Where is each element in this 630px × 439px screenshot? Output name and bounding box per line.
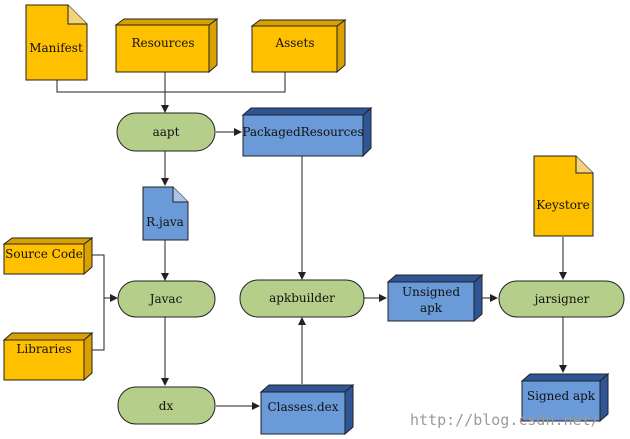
dx-tool-node: dx (117, 386, 216, 425)
aapt-tool-node: aapt (116, 112, 216, 152)
unsigned-apk-label-line1: Unsigned (402, 285, 460, 299)
packaged-resources-label: PackagedResources (242, 125, 363, 139)
manifest-label: Manifest (29, 41, 83, 55)
packaged-resources-node: PackagedResources (241, 106, 373, 158)
resources-label: Resources (132, 36, 195, 50)
resources-node: Resources (114, 18, 219, 74)
apkbuilder-label: apkbuilder (269, 291, 335, 305)
keystore-label: Keystore (536, 198, 590, 212)
unsigned-apk-node: Unsigned apk (386, 273, 484, 323)
inputs-merge-line (56, 72, 286, 93)
unsigned-apk-label-line2: apk (420, 301, 443, 315)
javac-tool-node: Javac (117, 280, 216, 318)
jarsigner-tool-node: jarsigner (498, 280, 625, 318)
signed-apk-label: Signed apk (527, 389, 596, 403)
source-code-label: Source Code (5, 247, 83, 261)
libraries-label: Libraries (16, 342, 71, 356)
rjava-file-node: R.java (142, 186, 189, 241)
watermark-text: http://blog.csdn.net/ (410, 411, 600, 429)
source-code-node: Source Code (2, 237, 94, 276)
dx-label: dx (159, 399, 174, 413)
keystore-file-node: Keystore (533, 155, 594, 237)
signed-apk-node: Signed apk (520, 372, 610, 423)
rjava-label: R.java (146, 215, 184, 229)
assets-label: Assets (274, 36, 314, 50)
javac-label: Javac (148, 292, 183, 306)
manifest-file-node: Manifest (25, 4, 88, 81)
aapt-label: aapt (153, 125, 180, 139)
classes-dex-node: Classes.dex (259, 383, 355, 436)
jarsigner-label: jarsigner (533, 292, 590, 306)
apkbuilder-tool-node: apkbuilder (239, 279, 365, 318)
libraries-node: Libraries (2, 331, 94, 382)
assets-node: Assets (250, 19, 347, 74)
libs-bracket-line (92, 254, 105, 351)
classes-dex-label: Classes.dex (267, 400, 338, 414)
connectors (56, 72, 567, 410)
